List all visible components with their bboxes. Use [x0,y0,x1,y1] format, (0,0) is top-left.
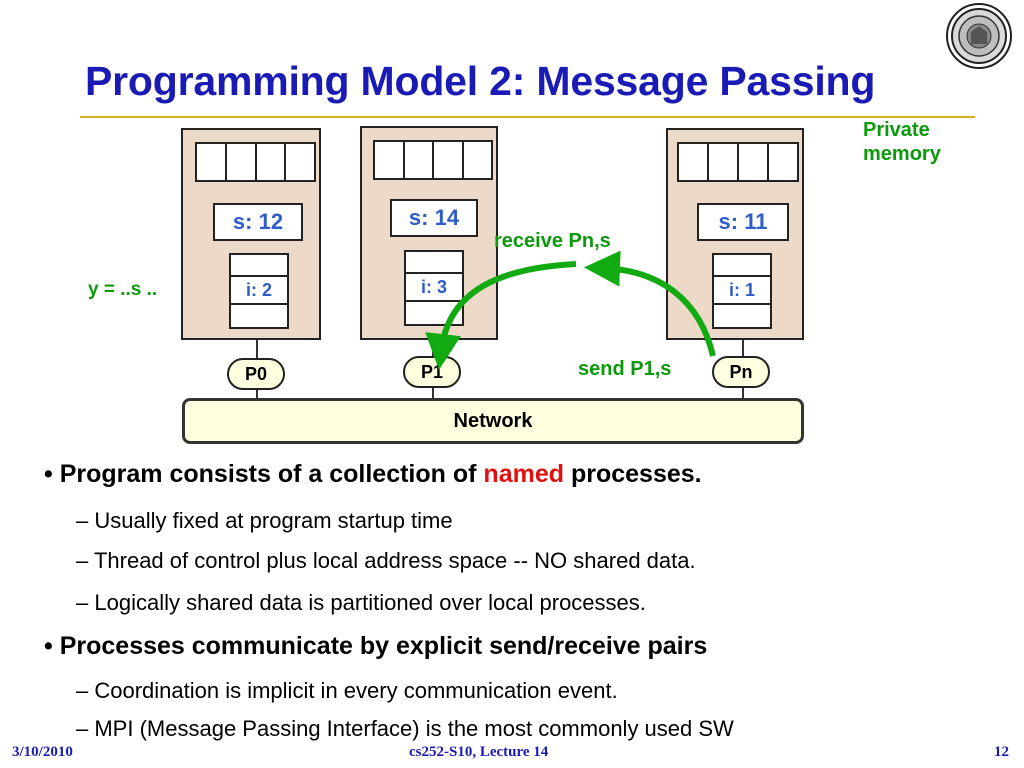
processor-label-p0: P0 [227,358,285,390]
bullet-1: • Program consists of a collection of na… [44,460,702,489]
bullet-marker: • [44,460,53,488]
footer-page-number: 12 [994,744,1009,760]
memory-cell [197,144,227,180]
bullet-1-post: processes. [564,460,702,488]
memory-cell [709,144,739,180]
memory-cell [679,144,709,180]
receive-arrow [425,261,577,370]
i-value-p0: i: 2 [231,275,287,305]
private-memory-line1: Private [863,119,930,141]
i-stack-pn: i: 1 [712,253,772,329]
sub-bullet-text: Usually fixed at program startup time [94,508,453,533]
network-bar: Network [182,398,804,444]
title-underline [80,116,975,118]
memory-cell [434,142,464,178]
private-memory-label: Private memory [863,118,941,166]
bullet-marker: • [44,632,53,660]
footer-date: 3/10/2010 [12,744,73,760]
s-value-p1: s: 14 [390,199,478,237]
sub-bullet-1-1: – Usually fixed at program startup time [76,508,453,533]
footer-course: cs252-S10, Lecture 14 [409,744,549,760]
s-value-p0: s: 12 [213,203,303,241]
sub-bullet-2-2: – MPI (Message Passing Interface) is the… [76,716,734,741]
sub-bullet-text: Coordination is implicit in every commun… [94,678,618,703]
slide-title: Programming Model 2: Message Passing [85,58,876,104]
university-seal-icon [946,3,1012,69]
assign-label: y = ..s .. [88,279,158,300]
memory-cell [739,144,769,180]
sub-bullet-1-3: – Logically shared data is partitioned o… [76,590,646,615]
processor-label-pn: Pn [712,356,770,388]
memory-cells-p0 [195,142,316,182]
sub-bullet-text: MPI (Message Passing Interface) is the m… [94,716,734,741]
memory-cell [405,142,434,178]
sub-bullet-1-2: – Thread of control plus local address s… [76,548,696,573]
memory-cell [257,144,287,180]
send-arrow [584,250,716,357]
private-memory-line2: memory [863,143,941,165]
send-label: send P1,s [578,358,672,380]
bullet-1-highlight: named [483,460,565,488]
memory-cells-pn [677,142,799,182]
i-value-p1: i: 3 [406,272,462,302]
i-value-pn: i: 1 [714,275,770,305]
bullet-2: • Processes communicate by explicit send… [44,632,707,661]
s-value-pn: s: 11 [697,203,789,241]
sub-bullet-2-1: – Coordination is implicit in every comm… [76,678,618,703]
receive-label: receive Pn,s [494,230,611,252]
sub-bullet-text: Thread of control plus local address spa… [93,548,696,573]
memory-cell [375,142,405,178]
memory-cell [227,144,257,180]
bullet-1-pre: Program consists of a collection of [59,460,484,488]
sub-bullet-text: Logically shared data is partitioned ove… [94,590,646,615]
memory-cells-p1 [373,140,493,180]
i-stack-p0: i: 2 [229,253,289,329]
bullet-2-text: Processes communicate by explicit send/r… [59,632,708,660]
